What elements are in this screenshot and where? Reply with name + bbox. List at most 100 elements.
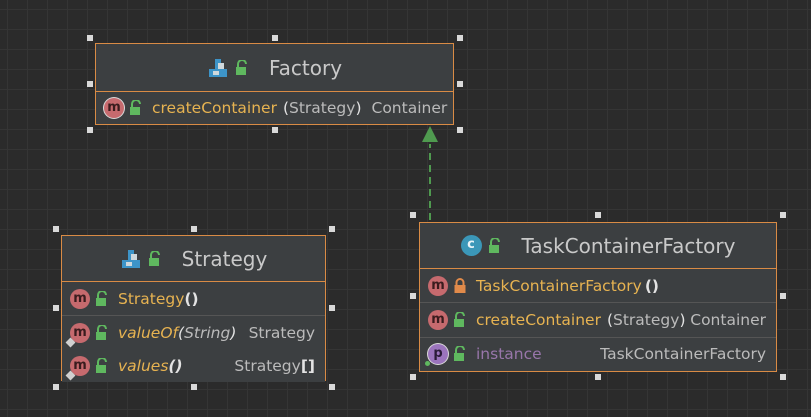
resize-handle[interactable] bbox=[329, 384, 335, 390]
method-icon: m bbox=[428, 310, 448, 330]
factory-node[interactable]: Factory m createContainer (Strategy) Con… bbox=[95, 43, 454, 125]
method-name: createContainer bbox=[152, 99, 277, 117]
badge-letter: m bbox=[73, 324, 87, 340]
public-unlock-icon bbox=[96, 290, 107, 306]
return-type: Container bbox=[690, 311, 766, 329]
constructor-name: TaskContainerFactory bbox=[476, 276, 642, 295]
factory-header[interactable]: Factory bbox=[96, 44, 453, 92]
constructor-name: Strategy bbox=[118, 289, 185, 308]
return-type: Container bbox=[371, 99, 448, 117]
factory-title: Factory bbox=[268, 55, 343, 80]
param-type: Strategy bbox=[613, 311, 680, 329]
method-name: valueOf bbox=[118, 323, 178, 342]
resize-handle[interactable] bbox=[191, 384, 197, 390]
factory-members: m createContainer (Strategy) Container bbox=[96, 92, 453, 124]
method-icon: m bbox=[428, 275, 448, 296]
array-suffix: [] bbox=[300, 356, 315, 375]
return-type: Strategy[] bbox=[234, 357, 315, 375]
public-unlock-icon bbox=[96, 324, 107, 340]
interface-icon bbox=[208, 58, 227, 77]
static-method-icon: m bbox=[65, 322, 90, 347]
task-container-factory-node[interactable]: c TaskContainerFactory m TaskContainerFa… bbox=[419, 222, 777, 372]
task-container-factory-property-row[interactable]: p instance TaskContainerFactory bbox=[420, 338, 776, 370]
public-unlock-icon bbox=[235, 59, 247, 75]
badge-letter: m bbox=[73, 357, 87, 373]
resize-handle[interactable] bbox=[329, 226, 335, 232]
factory-member-row[interactable]: m createContainer (Strategy) Container bbox=[96, 92, 453, 124]
resize-handle[interactable] bbox=[53, 305, 59, 311]
resize-handle[interactable] bbox=[87, 81, 93, 87]
final-marker bbox=[425, 361, 430, 366]
resize-handle[interactable] bbox=[410, 212, 416, 218]
static-method-icon: m bbox=[65, 355, 90, 380]
resize-handle[interactable] bbox=[595, 212, 601, 218]
resize-handle[interactable] bbox=[410, 374, 416, 380]
strategy-methods: m valueOf (String) Strategy m values () … bbox=[62, 316, 325, 382]
return-type-base: Strategy bbox=[234, 356, 301, 375]
resize-handle[interactable] bbox=[457, 35, 463, 41]
property-type: TaskContainerFactory bbox=[600, 345, 766, 363]
resize-handle[interactable] bbox=[780, 212, 786, 218]
resize-handle[interactable] bbox=[53, 384, 59, 390]
strategy-constructor-row[interactable]: m Strategy () bbox=[62, 282, 325, 315]
strategy-method-row[interactable]: m valueOf (String) Strategy bbox=[62, 316, 325, 349]
class-icon: c bbox=[460, 235, 482, 256]
param-open: ( bbox=[282, 99, 290, 117]
constructor-parens: () bbox=[644, 276, 659, 295]
strategy-node[interactable]: Strategy m Strategy () m valueOf bbox=[61, 235, 326, 382]
task-container-factory-methods: m createContainer (Strategy) Container bbox=[420, 303, 776, 338]
method-icon: m bbox=[70, 288, 90, 309]
resize-handle[interactable] bbox=[780, 293, 786, 299]
public-unlock-icon bbox=[96, 357, 107, 373]
strategy-header[interactable]: Strategy bbox=[62, 236, 325, 282]
resize-handle[interactable] bbox=[53, 226, 59, 232]
strategy-constructors: m Strategy () bbox=[62, 282, 325, 316]
resize-handle[interactable] bbox=[87, 127, 93, 133]
resize-handle[interactable] bbox=[780, 374, 786, 380]
resize-handle[interactable] bbox=[87, 35, 93, 41]
task-container-factory-constructors: m TaskContainerFactory () bbox=[420, 269, 776, 303]
private-lock-icon bbox=[454, 277, 466, 293]
constructor-params: () bbox=[184, 290, 198, 308]
strategy-method-row[interactable]: m values () Strategy[] bbox=[62, 349, 325, 382]
method-icon: m bbox=[104, 98, 124, 118]
strategy-title: Strategy bbox=[181, 246, 268, 271]
resize-handle[interactable] bbox=[410, 293, 416, 299]
resize-handle[interactable] bbox=[329, 305, 335, 311]
method-parens: () bbox=[168, 356, 183, 375]
badge-letter: p bbox=[433, 346, 443, 361]
param-type: String bbox=[184, 323, 231, 342]
public-unlock-icon bbox=[488, 237, 500, 253]
task-container-factory-constructor-row[interactable]: m TaskContainerFactory () bbox=[420, 269, 776, 302]
param-open: ( bbox=[178, 323, 185, 342]
return-type: Strategy bbox=[248, 323, 315, 342]
resize-handle[interactable] bbox=[457, 127, 463, 133]
task-container-factory-properties: p instance TaskContainerFactory bbox=[420, 338, 776, 370]
public-unlock-icon bbox=[454, 346, 465, 361]
resize-handle[interactable] bbox=[191, 226, 197, 232]
param-close: ) bbox=[679, 311, 686, 329]
resize-handle[interactable] bbox=[457, 81, 463, 87]
method-params: (Strategy) bbox=[607, 311, 686, 329]
method-params: (Strategy) bbox=[283, 99, 362, 117]
task-container-factory-title: TaskContainerFactory bbox=[521, 233, 736, 258]
public-unlock-icon bbox=[148, 250, 160, 266]
implements-arrowhead bbox=[422, 126, 438, 142]
method-params: (String) bbox=[178, 324, 236, 342]
resize-handle[interactable] bbox=[272, 127, 278, 133]
method-params: () bbox=[168, 357, 182, 375]
task-container-factory-header[interactable]: c TaskContainerFactory bbox=[420, 223, 776, 269]
method-name: values bbox=[118, 356, 169, 375]
property-icon: p bbox=[425, 344, 448, 366]
constructor-parens: () bbox=[184, 289, 199, 308]
constructor-params: () bbox=[642, 277, 659, 295]
task-container-factory-method-row[interactable]: m createContainer (Strategy) Container bbox=[420, 303, 776, 337]
public-unlock-icon bbox=[454, 312, 465, 327]
method-name: createContainer bbox=[476, 311, 601, 329]
resize-handle[interactable] bbox=[272, 35, 278, 41]
param-open: ( bbox=[606, 311, 614, 329]
resize-handle[interactable] bbox=[595, 374, 601, 380]
enum-icon bbox=[121, 249, 140, 268]
